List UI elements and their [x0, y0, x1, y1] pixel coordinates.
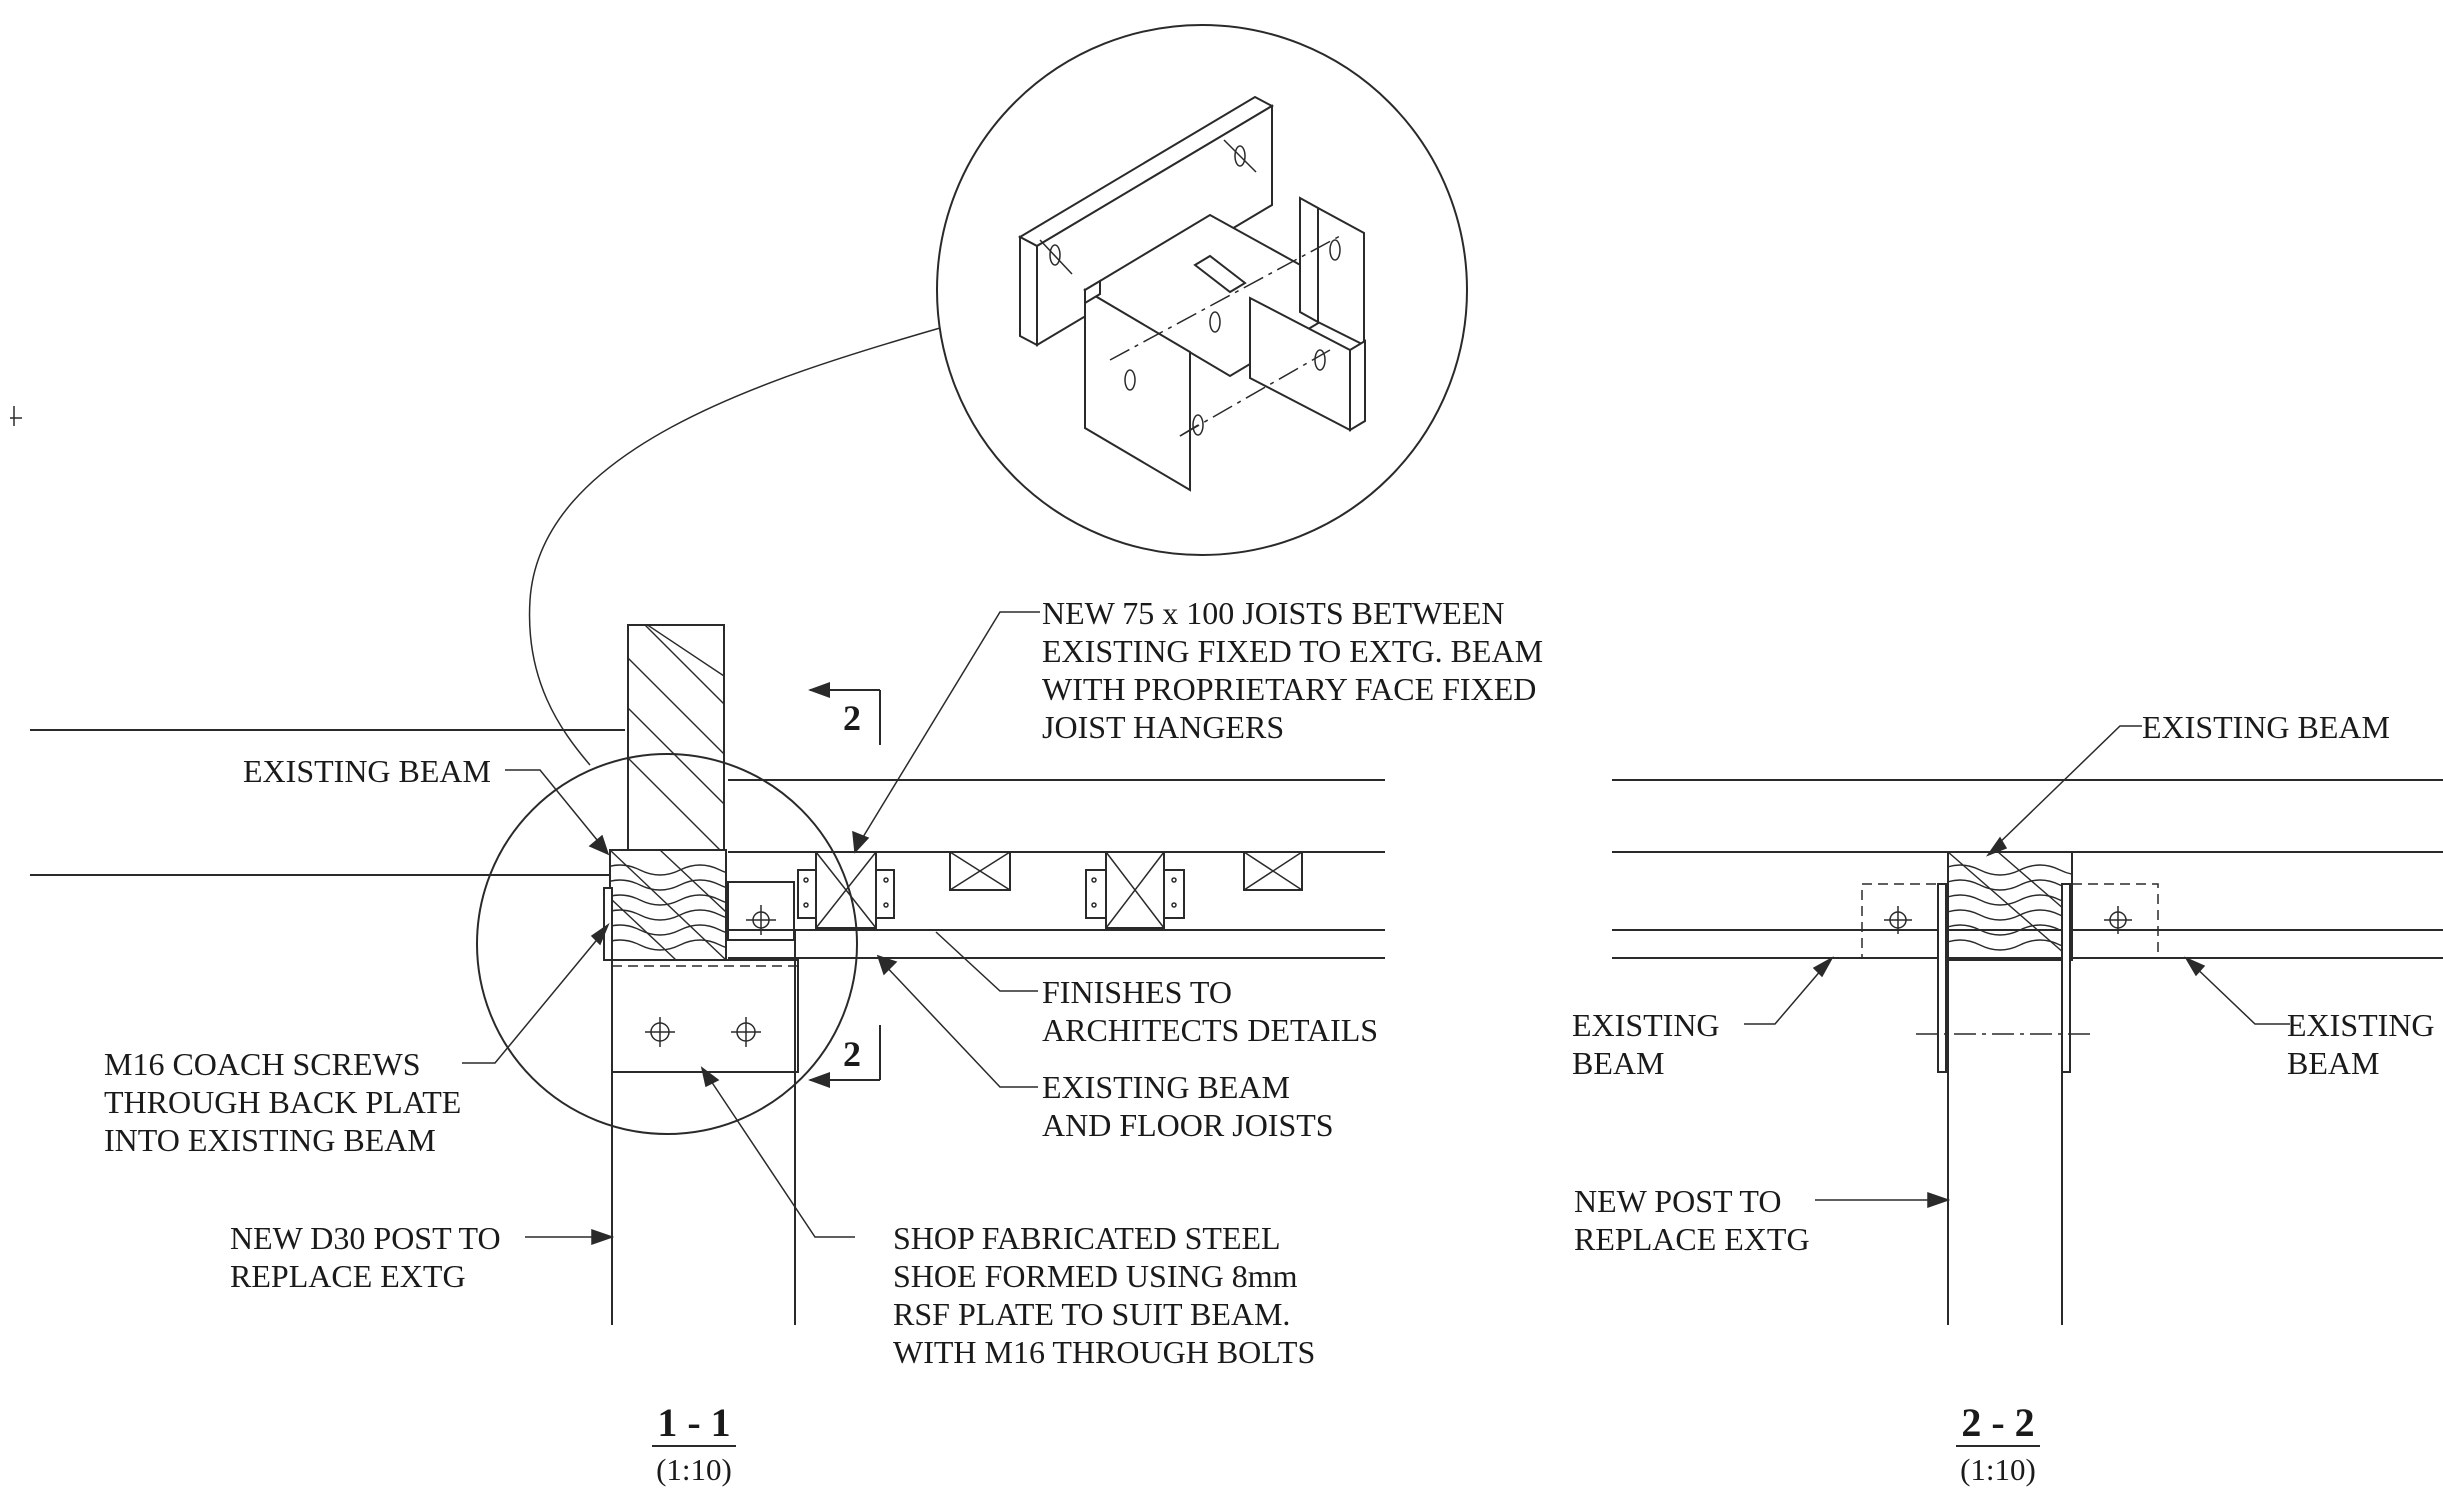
svg-text:M16 COACH SCREWS: M16 COACH SCREWS — [104, 1046, 421, 1082]
svg-text:EXISTING FIXED TO EXTG. BEAM: EXISTING FIXED TO EXTG. BEAM — [1042, 633, 1543, 669]
svg-text:THROUGH BACK PLATE: THROUGH BACK PLATE — [104, 1084, 461, 1120]
label-existing-beam-top-s2: EXISTING BEAM — [2142, 709, 2390, 745]
new-joist-2 — [1085, 851, 1185, 929]
section-1-1-title: 1 - 1 (1:10) — [652, 1400, 736, 1487]
hidden-joist-left — [1861, 883, 1949, 959]
svg-text:EXISTING: EXISTING — [2287, 1007, 2435, 1043]
steel-shoe-isometric — [1017, 95, 1366, 492]
new-joist-1 — [797, 851, 895, 929]
svg-text:NEW D30 POST TO: NEW D30 POST TO — [230, 1220, 501, 1256]
svg-text:AND FLOOR JOISTS: AND FLOOR JOISTS — [1042, 1107, 1334, 1143]
section-marker-upper: 2 — [808, 682, 881, 745]
section-marker-lower: 2 — [808, 1025, 881, 1088]
label-existing-beam-left-s2: EXISTING BEAM — [1572, 1007, 1720, 1081]
svg-text:RSF PLATE TO SUIT BEAM.: RSF PLATE TO SUIT BEAM. — [893, 1296, 1290, 1332]
svg-text:WITH M16 THROUGH BOLTS: WITH M16 THROUGH BOLTS — [893, 1334, 1315, 1370]
steel-shoe-side-plate — [611, 959, 799, 1073]
label-existing-beam-s1: EXISTING BEAM — [243, 753, 491, 789]
isometric-detail-bubble — [528, 24, 1468, 766]
section-1-1: 2 2 NEW 75 x 100 JOISTS BETWEEN — [30, 595, 1543, 1487]
svg-text:EXISTING BEAM: EXISTING BEAM — [2142, 709, 2390, 745]
label-existing-beam-right-s2: EXISTING BEAM — [2287, 1007, 2435, 1081]
svg-text:EXISTING BEAM: EXISTING BEAM — [1042, 1069, 1290, 1105]
existing-post-upper — [627, 624, 725, 851]
section-marker-lower-label: 2 — [843, 1034, 861, 1074]
label-coach-screws: M16 COACH SCREWS THROUGH BACK PLATE INTO… — [104, 1046, 461, 1158]
svg-text:REPLACE EXTG: REPLACE EXTG — [230, 1258, 466, 1294]
side-plate-right — [2061, 883, 2071, 1073]
section-2-2: EXISTING BEAM EXISTING BEAM EXISTING BEA… — [1572, 709, 2443, 1487]
leaders-s2 — [1744, 725, 2290, 1209]
bolt-marks-s2 — [1884, 906, 2132, 934]
existing-joist-1 — [949, 851, 1011, 891]
svg-text:(1:10): (1:10) — [656, 1452, 732, 1487]
svg-text:BEAM: BEAM — [2287, 1045, 2379, 1081]
svg-text:2 - 2: 2 - 2 — [1961, 1400, 2034, 1445]
detail-circle — [936, 24, 1468, 556]
svg-text:(1:10): (1:10) — [1960, 1452, 2036, 1487]
svg-text:SHOP FABRICATED STEEL: SHOP FABRICATED STEEL — [893, 1220, 1281, 1256]
svg-text:INTO EXISTING BEAM: INTO EXISTING BEAM — [104, 1122, 436, 1158]
svg-text:NEW POST TO: NEW POST TO — [1574, 1183, 1781, 1219]
svg-text:REPLACE EXTG: REPLACE EXTG — [1574, 1221, 1810, 1257]
svg-text:FINISHES TO: FINISHES TO — [1042, 974, 1232, 1010]
side-plate-left — [1937, 883, 1947, 1073]
label-new-post-s2: NEW POST TO REPLACE EXTG — [1574, 1183, 1810, 1257]
edge-mark — [10, 406, 22, 426]
joist-shoe-end — [727, 881, 795, 941]
label-steel-shoe: SHOP FABRICATED STEEL SHOE FORMED USING … — [893, 1220, 1315, 1370]
hidden-joist-right — [2071, 883, 2159, 959]
section-2-2-title: 2 - 2 (1:10) — [1956, 1400, 2040, 1487]
existing-joist-2 — [1243, 851, 1303, 891]
steel-back-plate — [603, 887, 613, 961]
svg-text:WITH PROPRIETARY FACE FIXED: WITH PROPRIETARY FACE FIXED — [1042, 671, 1536, 707]
svg-text:BEAM: BEAM — [1572, 1045, 1664, 1081]
svg-text:SHOE FORMED USING 8mm: SHOE FORMED USING 8mm — [893, 1258, 1298, 1294]
svg-text:EXISTING BEAM: EXISTING BEAM — [243, 753, 491, 789]
leaders-s1 — [462, 611, 1040, 1246]
svg-text:1 - 1: 1 - 1 — [657, 1400, 730, 1445]
svg-text:ARCHITECTS DETAILS: ARCHITECTS DETAILS — [1042, 1012, 1378, 1048]
label-new-post-s1: NEW D30 POST TO REPLACE EXTG — [230, 1220, 501, 1294]
svg-text:NEW 75 x 100 JOISTS BETWEEN: NEW 75 x 100 JOISTS BETWEEN — [1042, 595, 1504, 631]
section-marker-upper-label: 2 — [843, 698, 861, 738]
enlargement-circle — [476, 753, 858, 1135]
svg-text:EXISTING: EXISTING — [1572, 1007, 1720, 1043]
leader-curve — [528, 327, 941, 766]
label-finishes: FINISHES TO ARCHITECTS DETAILS — [1042, 974, 1378, 1048]
svg-text:JOIST HANGERS: JOIST HANGERS — [1042, 709, 1284, 745]
label-existing-floor: EXISTING BEAM AND FLOOR JOISTS — [1042, 1069, 1334, 1143]
existing-beam-section-2 — [1947, 851, 2073, 961]
existing-beam-section — [609, 849, 727, 961]
label-joists: NEW 75 x 100 JOISTS BETWEEN EXISTING FIX… — [1042, 595, 1543, 745]
